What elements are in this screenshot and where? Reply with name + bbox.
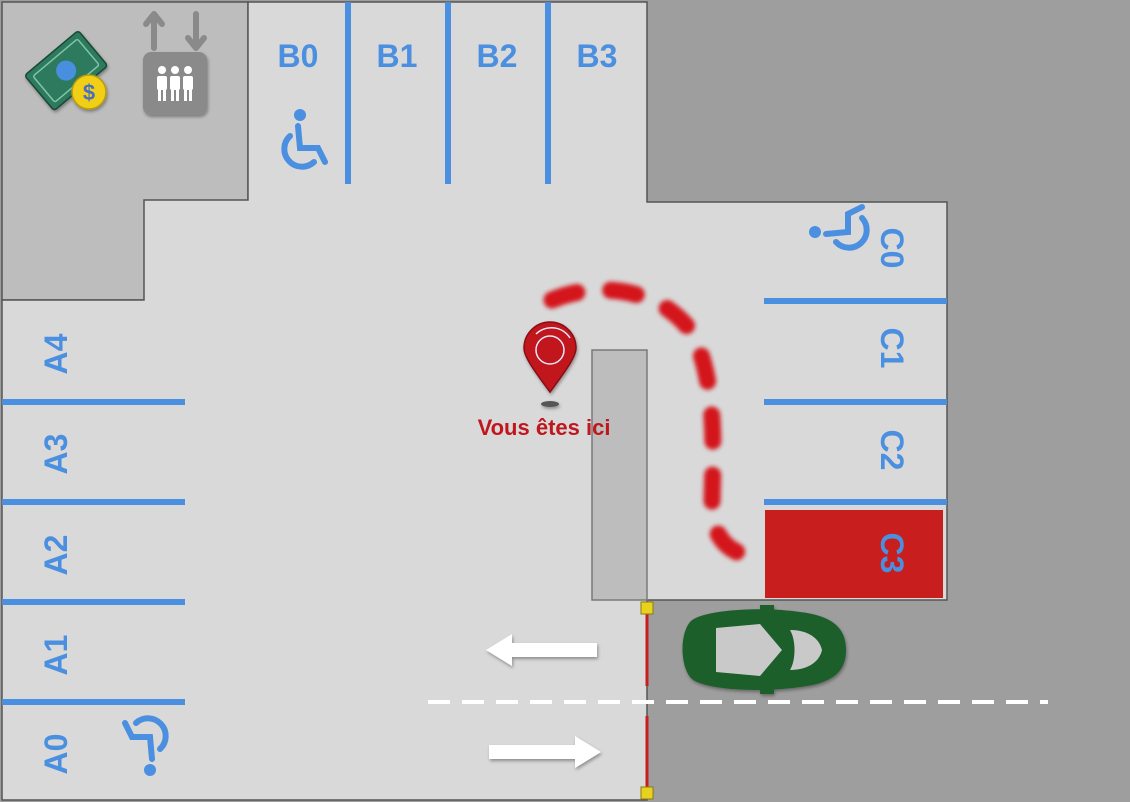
car-icon xyxy=(682,605,846,694)
wheelchair-icon xyxy=(809,204,870,251)
svg-text:$: $ xyxy=(83,80,95,105)
zone-a-lines xyxy=(2,399,185,705)
slot-label-b2: B2 xyxy=(477,38,518,74)
slot-label-a0: A0 xyxy=(38,734,74,775)
slot-label-b1: B1 xyxy=(377,38,418,74)
slot-label-c2: C2 xyxy=(874,430,910,471)
slot-label-b0: B0 xyxy=(278,38,319,74)
slot-label-a2: A2 xyxy=(38,535,74,576)
zone-c-lines xyxy=(764,298,947,505)
location-pin-icon[interactable] xyxy=(523,321,577,407)
pillar xyxy=(591,349,648,601)
you-are-here-label: Vous êtes ici xyxy=(478,415,611,440)
slot-label-a3: A3 xyxy=(38,434,74,475)
elevator-icon[interactable] xyxy=(143,11,207,115)
slot-label-c3[interactable]: C3 xyxy=(874,533,910,574)
parking-floor xyxy=(1,1,948,801)
slot-label-b3: B3 xyxy=(577,38,618,74)
entrance-gate xyxy=(640,601,654,800)
zone-b-lines xyxy=(345,2,551,184)
arrow-right-icon xyxy=(489,736,601,768)
payment-icon[interactable]: $ xyxy=(25,30,108,111)
slot-label-a4: A4 xyxy=(38,333,74,374)
arrow-left-icon xyxy=(486,634,597,666)
slot-label-c1: C1 xyxy=(874,328,910,369)
route-path xyxy=(543,281,746,561)
slot-label-a1: A1 xyxy=(38,635,74,676)
slot-c3-highlight[interactable] xyxy=(765,510,943,598)
wheelchair-icon xyxy=(281,109,328,170)
wheelchair-icon xyxy=(122,715,169,776)
slot-label-c0: C0 xyxy=(874,228,910,269)
